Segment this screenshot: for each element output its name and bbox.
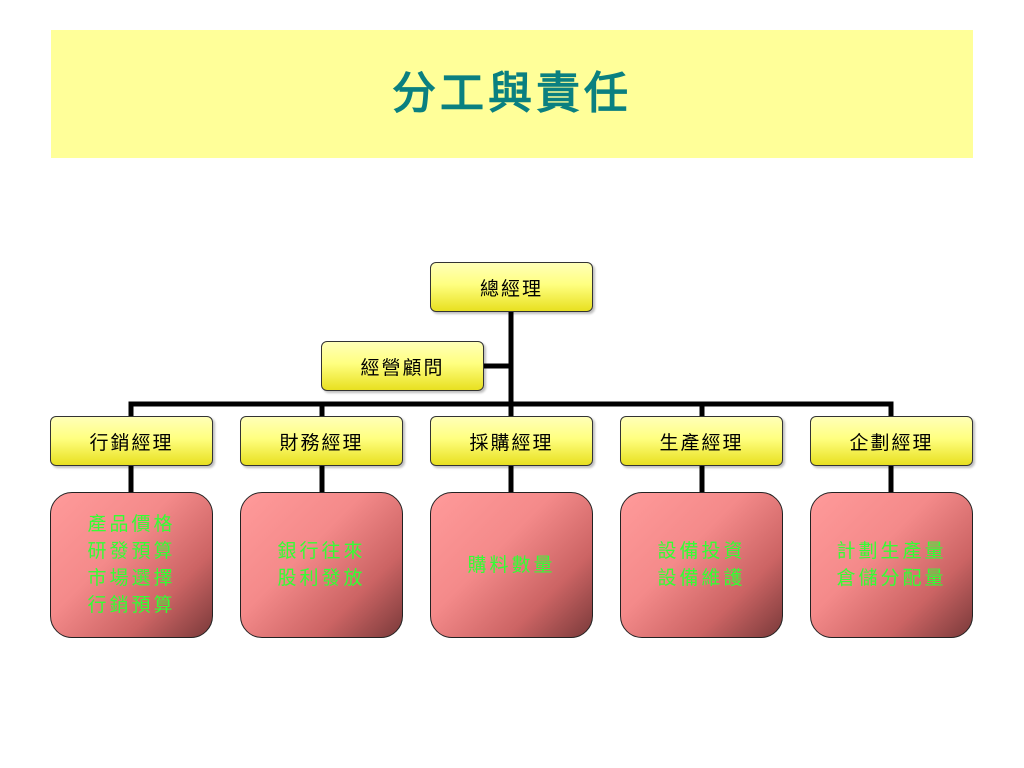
duty-box-planning: 計劃生產量 倉儲分配量 [810,492,973,638]
duty-item: 銀行往來 [277,540,366,562]
duty-item: 研發預算 [87,540,176,562]
duty-item: 設備維護 [657,567,746,589]
duty-box-production: 設備投資 設備維護 [620,492,783,638]
node-manager-production: 生產經理 [620,416,783,466]
node-manager-marketing: 行銷經理 [50,416,213,466]
duty-item: 設備投資 [657,540,746,562]
duty-item: 產品價格 [87,513,176,535]
duty-item: 購料數量 [467,553,556,576]
duty-item: 倉儲分配量 [836,567,947,589]
duty-box-finance: 銀行往來 股利發放 [240,492,403,638]
node-manager-purchasing: 採購經理 [430,416,593,466]
duty-item: 行銷預算 [87,594,176,616]
node-manager-planning: 企劃經理 [810,416,973,466]
duty-item: 市場選擇 [87,567,176,589]
node-general-manager: 總經理 [430,262,593,312]
node-advisor: 經營顧問 [321,341,484,391]
node-manager-finance: 財務經理 [240,416,403,466]
duty-item: 股利發放 [277,567,366,589]
title-band: 分工與責任 [51,30,973,158]
duty-box-purchasing: 購料數量 [430,492,593,638]
duty-item: 計劃生產量 [836,540,947,562]
slide-title: 分工與責任 [392,68,632,119]
duty-box-marketing: 產品價格 研發預算 市場選擇 行銷預算 [50,492,213,638]
